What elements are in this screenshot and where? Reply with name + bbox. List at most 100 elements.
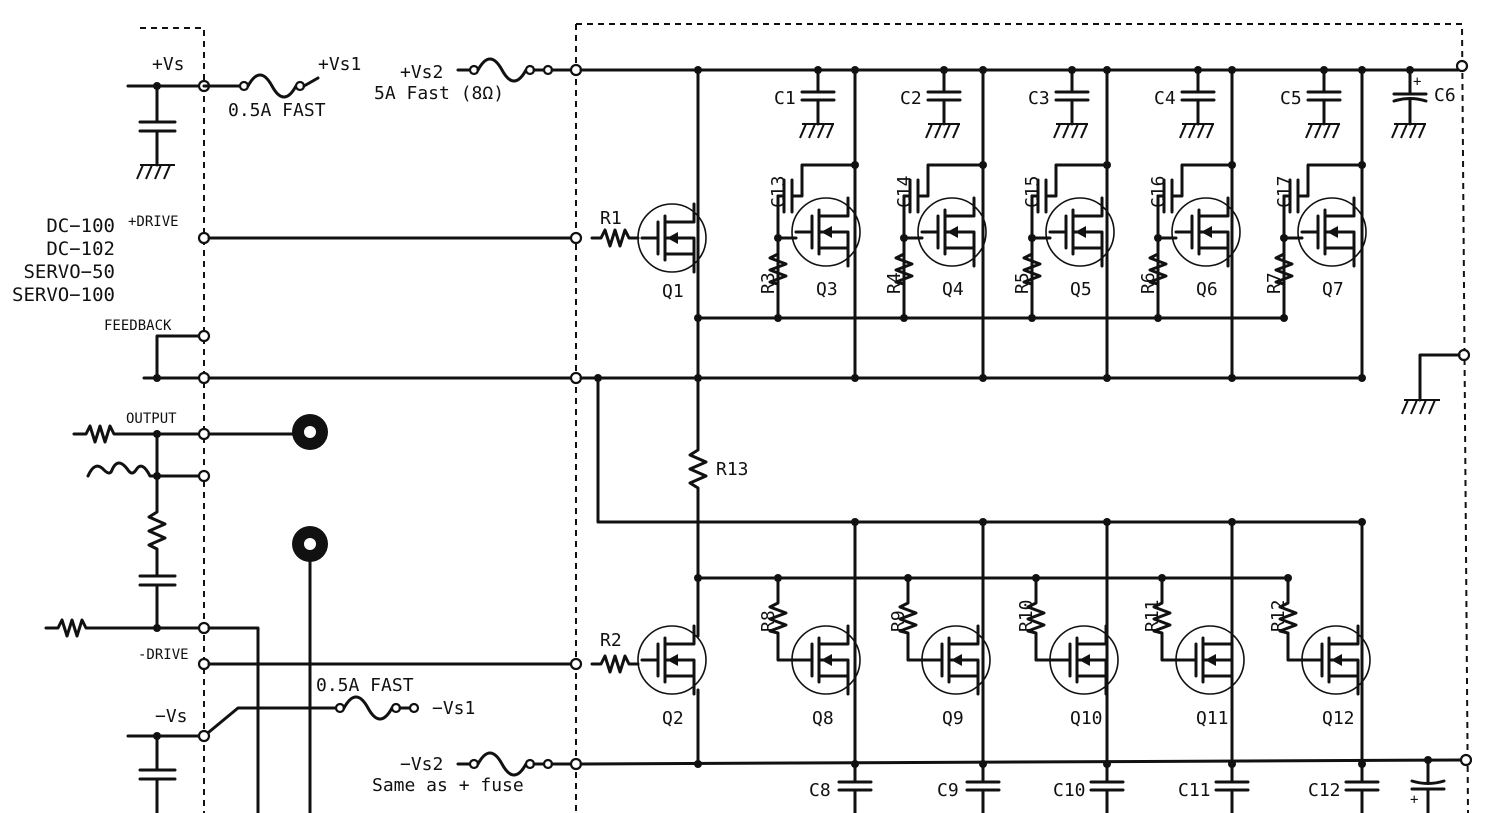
feedback-label: FEEDBACK xyxy=(104,318,172,334)
gate-cap-label-5: C17 xyxy=(1274,175,1295,208)
mosfet-q12-label: Q12 xyxy=(1322,708,1355,729)
svg-text:+: + xyxy=(1413,74,1421,90)
fuse-vs2-pos-rating: 5A Fast (8Ω) xyxy=(374,83,504,104)
r1-label: R1 xyxy=(600,208,622,229)
bypass-cap-label-low-1: C8 xyxy=(809,780,831,801)
mosfet-q9: Q9 xyxy=(921,624,991,729)
vs1-pos-label: +Vs1 xyxy=(318,54,361,75)
mosfet-q11: Q11 xyxy=(1175,624,1245,729)
drive-pos-input: +DRIVE xyxy=(128,214,583,245)
output-board-outline xyxy=(575,23,1469,813)
bypass-cap-label-low-4: C11 xyxy=(1178,780,1211,801)
mosfet-q1-label: Q1 xyxy=(662,281,684,302)
mosfet-q4: Q4 xyxy=(917,196,987,300)
gate-cap-label-4: C16 xyxy=(1148,175,1169,208)
mosfet-q6: Q6 xyxy=(1171,196,1241,300)
gate-cap-label-2: C14 xyxy=(894,175,915,208)
mosfet-q7: Q7 xyxy=(1297,196,1367,300)
vs-neg-label: −Vs xyxy=(155,706,188,727)
mosfet-q5-label: Q5 xyxy=(1070,279,1092,300)
fuse-vs1-pos-rating: 0.5A FAST xyxy=(228,100,326,121)
bypass-cap-label-low-5: C12 xyxy=(1308,780,1341,801)
connector-board-outline xyxy=(140,27,205,813)
mosfet-q2-label: Q2 xyxy=(662,708,684,729)
output-label: OUTPUT xyxy=(126,411,177,427)
gate-res-label-low-4: R11 xyxy=(1142,599,1163,632)
gate-res-label-1: R3 xyxy=(758,272,779,294)
bypass-cap-label-4: C4 xyxy=(1154,88,1176,109)
model-servo100: SERVO−100 xyxy=(12,284,115,306)
positive-supply-input: +Vs xyxy=(126,54,211,180)
gate-res-label-low-2: R9 xyxy=(888,610,909,632)
gate-res-label-2: R4 xyxy=(884,272,905,294)
fuse-vs2-neg-rating: Same as + fuse xyxy=(372,775,524,796)
gate-cap-label-1: C13 xyxy=(768,175,789,208)
drive-pos-label: +DRIVE xyxy=(128,214,179,230)
cap-c6: + C6 xyxy=(1391,66,1456,139)
mosfet-q12: Q12 xyxy=(1301,624,1371,729)
gate-res-label-low-3: R10 xyxy=(1016,599,1037,632)
lower-output-bank: R2Q2R8Q8C8R9Q9C9R10Q10C10R11Q11C11R12Q12… xyxy=(590,518,1380,813)
gate-res-label-3: R5 xyxy=(1012,272,1033,294)
mosfet-q1: Q1 xyxy=(637,202,707,302)
model-dc100: DC−100 xyxy=(46,215,115,237)
mosfet-q8: Q8 xyxy=(791,624,861,729)
model-list: DC−100 DC−102 SERVO−50 SERVO−100 xyxy=(12,215,115,306)
mosfet-q6-label: Q6 xyxy=(1196,279,1218,300)
drive-neg-label: -DRIVE xyxy=(138,647,189,663)
mosfet-q11-label: Q11 xyxy=(1196,708,1229,729)
mosfet-q8-label: Q8 xyxy=(812,708,834,729)
mosfet-q4-label: Q4 xyxy=(942,279,964,300)
mosfet-q10-label: Q10 xyxy=(1070,708,1103,729)
bypass-cap-label-3: C3 xyxy=(1028,88,1050,109)
gate-res-label-low-5: R12 xyxy=(1268,599,1289,632)
vs2-neg-label: −Vs2 xyxy=(400,754,443,775)
bypass-cap-label-2: C2 xyxy=(900,88,922,109)
drive-neg-input: -DRIVE xyxy=(138,647,583,671)
r13-label: R13 xyxy=(716,459,749,480)
c6-label: C6 xyxy=(1434,85,1456,106)
gate-res-label-5: R7 xyxy=(1264,272,1285,294)
mosfet-q3: Q3 xyxy=(791,196,861,300)
gate-res-label-low-1: R8 xyxy=(758,610,779,632)
bypass-cap-label-low-2: C9 xyxy=(937,780,959,801)
cap-bottom-electrolytic: + xyxy=(1410,756,1446,813)
svg-text:+: + xyxy=(1410,792,1418,808)
r2-label: R2 xyxy=(600,630,622,651)
fuse-vs2-pos: +Vs2 5A Fast (8Ω) xyxy=(374,57,583,104)
fuse-vs1-neg-rating: 0.5A FAST xyxy=(316,675,414,696)
mosfet-q9-label: Q9 xyxy=(942,708,964,729)
bypass-cap-label-1: C1 xyxy=(774,88,796,109)
vs-pos-label: +Vs xyxy=(152,54,185,75)
gate-res-label-4: R6 xyxy=(1138,272,1159,294)
fuse-vs1-pos: +Vs1 0.5A FAST xyxy=(202,54,361,121)
chassis-ground xyxy=(1401,348,1471,415)
mosfet-q7-label: Q7 xyxy=(1322,279,1344,300)
mosfet-q5: Q5 xyxy=(1045,196,1115,300)
model-servo50: SERVO−50 xyxy=(23,261,115,283)
feedback-input: FEEDBACK xyxy=(104,318,583,385)
mosfet-q2: Q2 xyxy=(637,624,707,729)
fuse-vs2-neg: −Vs2 Same as + fuse xyxy=(372,751,583,796)
model-dc102: DC−102 xyxy=(46,238,115,260)
gate-cap-label-3: C15 xyxy=(1022,175,1043,208)
bypass-cap-label-5: C5 xyxy=(1280,88,1302,109)
vs2-pos-label: +Vs2 xyxy=(400,62,443,83)
output-network: OUTPUT xyxy=(44,411,328,813)
negative-supply-input: −Vs −Vs1 0.5A FAST xyxy=(126,675,475,813)
bypass-cap-label-low-3: C10 xyxy=(1053,780,1086,801)
mosfet-q3-label: Q3 xyxy=(816,279,838,300)
vs1-neg-label: −Vs1 xyxy=(432,698,475,719)
